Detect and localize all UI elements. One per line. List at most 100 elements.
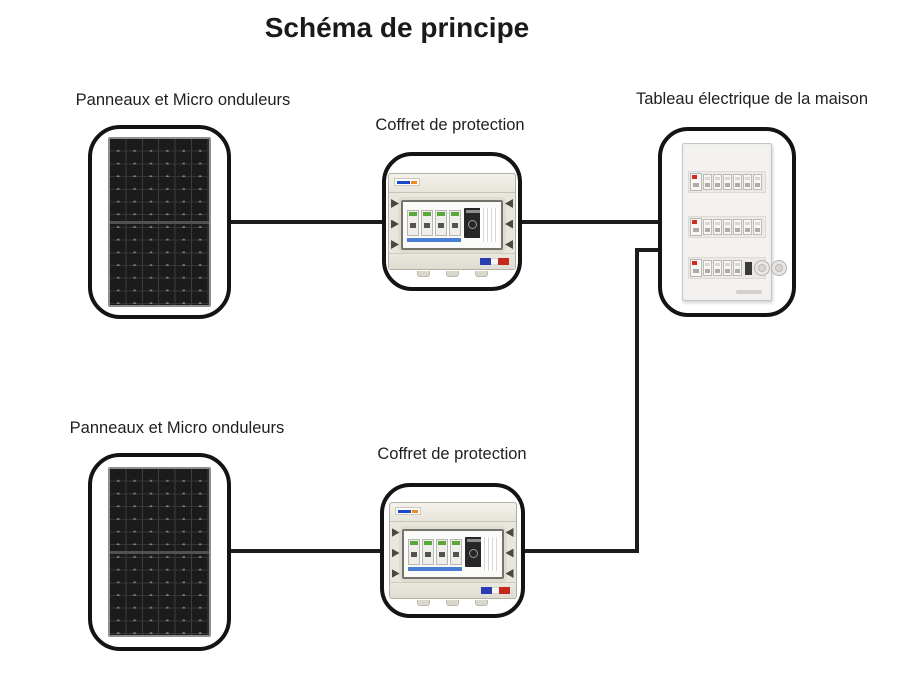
breaker-window: [401, 529, 504, 579]
cf-tab: [474, 271, 488, 277]
solar-panel-divider: [110, 221, 209, 224]
wiring-duct: [407, 567, 462, 571]
breaker-row-1: [688, 171, 766, 193]
solar-panel-divider: [110, 551, 209, 554]
socket-group: [754, 260, 787, 276]
breaker-row-3: [688, 257, 787, 279]
protection-box-photo: [388, 502, 517, 606]
cf-breaker: [435, 210, 447, 236]
enclosure-lid: [389, 174, 515, 193]
tb-br: [733, 219, 742, 235]
node-protection-box-bottom: [380, 483, 525, 618]
main-breaker: [690, 218, 702, 236]
tb-br: [723, 174, 732, 190]
breaker-row: [407, 210, 461, 236]
node-distribution-board: [658, 127, 796, 317]
protection-box-photo: [388, 173, 516, 277]
cf-clip: [391, 528, 400, 537]
cf-clip: [505, 569, 514, 578]
dark-module: [745, 261, 752, 275]
sticker-white: [491, 258, 498, 265]
label-panels-top: Panneaux et Micro onduleurs: [75, 91, 291, 109]
sticker-blue: [480, 258, 491, 265]
tb-br: [713, 219, 722, 235]
mounting-clips-right: [505, 199, 513, 249]
enclosure-lid: [389, 503, 516, 522]
tb-br: [703, 260, 712, 276]
mounting-clips-left: [391, 528, 400, 578]
cf-breaker: [421, 539, 434, 565]
distribution-board-photo: [682, 143, 787, 301]
cf-breaker: [449, 210, 461, 236]
label-protection-box-top: Coffret de protection: [375, 116, 525, 134]
din-rail-covers: [480, 537, 499, 571]
cable-glands: [390, 600, 516, 606]
tb-br: [713, 260, 722, 276]
breaker-row: [407, 539, 462, 565]
board-handle: [736, 290, 762, 294]
tb-socket: [754, 260, 770, 276]
cf-breaker: [421, 210, 433, 236]
main-breaker: [690, 259, 702, 277]
tb-br: [723, 219, 732, 235]
sticker-labels: [480, 587, 510, 594]
breaker-row-2: [688, 216, 766, 238]
tb-br: [743, 174, 752, 190]
cf-breaker: [435, 539, 448, 565]
cf-clip: [505, 548, 514, 558]
sticker-white: [491, 587, 499, 594]
brand-logo: [394, 507, 421, 515]
cf-clip: [505, 219, 513, 229]
cf-breaker: [449, 539, 462, 565]
node-solar-panel-top: [88, 125, 231, 319]
cf-clip: [391, 199, 399, 208]
cf-tab: [445, 271, 459, 277]
breaker-group: [703, 260, 742, 276]
tb-br: [753, 174, 762, 190]
cf-clip: [391, 548, 400, 558]
breaker-group: [703, 219, 762, 235]
label-distribution-board: Tableau électrique de la maison: [635, 90, 869, 108]
tb-br: [713, 174, 722, 190]
label-protection-box-bottom: Coffret de protection: [377, 445, 527, 463]
cf-clip: [391, 219, 399, 229]
sticker-blue: [480, 587, 492, 594]
brand-logo: [394, 178, 420, 186]
cf-clip: [505, 528, 514, 537]
solar-panel-photo: [108, 137, 211, 307]
cf-clip: [391, 569, 400, 578]
cf-breaker: [407, 539, 420, 565]
cf-clip: [505, 199, 513, 208]
node-solar-panel-bottom: [88, 453, 231, 651]
enclosure-base: [389, 582, 516, 598]
breaker-group: [703, 174, 762, 190]
cf-tab: [416, 271, 430, 277]
cf-tab: [475, 600, 488, 606]
cf-clip: [391, 240, 399, 249]
din-rail-covers: [480, 208, 498, 242]
sticker-red: [498, 587, 510, 594]
solar-panel-photo: [108, 467, 211, 637]
wiring-duct: [407, 238, 461, 242]
cf-clip: [505, 240, 513, 249]
cf-breaker: [407, 210, 419, 236]
enclosure-base: [389, 253, 515, 269]
mounting-clips-right: [505, 528, 514, 578]
tb-br: [723, 260, 732, 276]
tb-br: [733, 174, 742, 190]
tb-br: [743, 219, 752, 235]
breaker-window: [401, 200, 503, 250]
tb-br: [703, 219, 712, 235]
tb-br: [703, 174, 712, 190]
cable-glands: [389, 271, 515, 277]
main-breaker: [690, 173, 702, 191]
cf-tab: [446, 600, 459, 606]
tb-br: [733, 260, 742, 276]
connector-coffret-bottom-to-tableau: [523, 248, 660, 553]
sticker-red: [498, 258, 509, 265]
mounting-clips-left: [391, 199, 399, 249]
tb-br: [753, 219, 762, 235]
tb-socket: [771, 260, 787, 276]
